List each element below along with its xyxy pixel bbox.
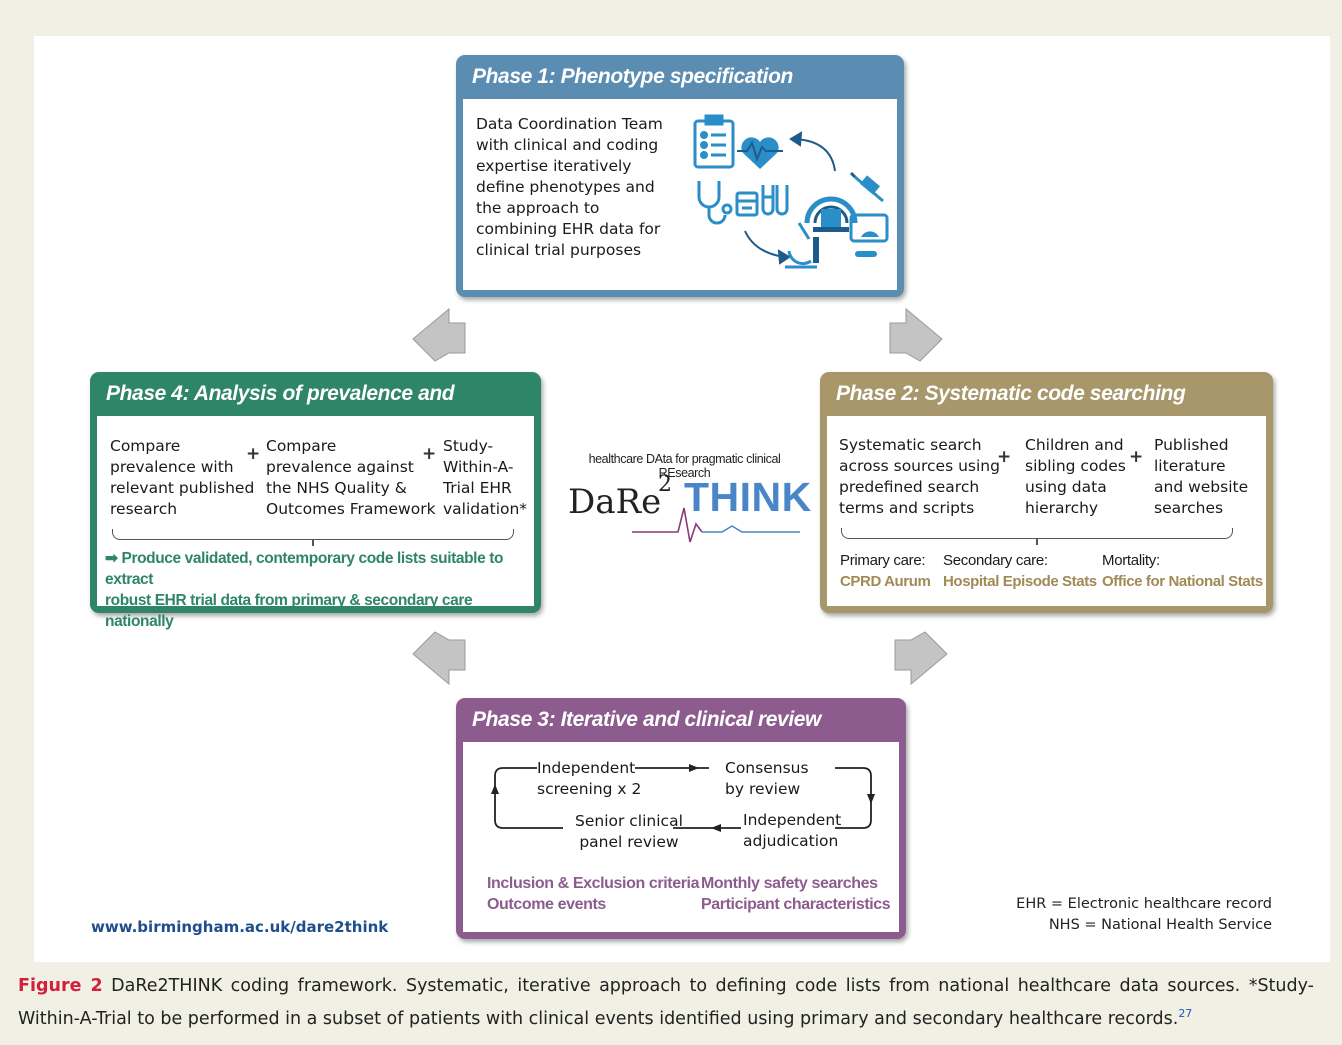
cycle-arrow-icon <box>889 307 943 362</box>
ecg-line-icon <box>632 507 800 543</box>
logo-think: THINK <box>684 474 812 520</box>
step-consensus: Consensus by review <box>725 759 809 798</box>
caption-text: DaRe2THINK coding framework. Systematic,… <box>18 976 1314 1029</box>
phase-4-title: Phase 4: Analysis of prevalence and vali… <box>106 382 455 449</box>
source-value-secondary: Hospital Episode Stats <box>943 573 1097 590</box>
step-independent-adjudication: Independent adjudication <box>743 811 842 850</box>
syringe-icon <box>849 171 884 203</box>
phase-2-col-1: Systematic search across sources using p… <box>839 436 1000 517</box>
cycle-arrow-icon <box>894 631 948 686</box>
source-label-secondary: Secondary care: <box>943 552 1048 569</box>
brace-tick <box>1036 538 1038 545</box>
stethoscope-icon <box>697 181 733 225</box>
logo-dare: DaRe <box>568 482 662 522</box>
source-value-primary: CPRD Aurum <box>840 573 931 590</box>
source-label-mortality: Mortality: <box>1102 552 1160 569</box>
step-independent-screening: Independent screening x 2 <box>537 759 642 798</box>
microscope-icon <box>785 222 819 269</box>
plus-sign: + <box>1129 447 1144 467</box>
brace-tick <box>312 539 314 546</box>
phase-3-outputs-left: Inclusion & Exclusion criteria Outcome e… <box>487 875 700 913</box>
phase-3-body: Independent screening x 2 Consensus by r… <box>463 742 899 932</box>
logo-tagline: healthcare DAta for pragmatic clinical R… <box>588 452 781 480</box>
figure-caption: Figure 2 DaRe2THINK coding framework. Sy… <box>18 972 1314 1033</box>
arrow-right-icon: ➡ <box>105 550 118 567</box>
review-cycle-diagram <box>491 764 875 832</box>
pill-box-icon <box>735 191 759 217</box>
phase-4-box: Phase 4: Analysis of prevalence and vali… <box>90 372 541 630</box>
phase-4-col-3: Study- Within-A- Trial EHR validation* <box>443 437 528 518</box>
heart-pulse-icon <box>737 137 783 169</box>
website-link[interactable]: www.birmingham.ac.uk/dare2think <box>91 918 389 936</box>
cycle-arrow-icon <box>744 131 836 265</box>
plus-sign: + <box>246 444 261 464</box>
figure-label: Figure 2 <box>18 976 103 996</box>
plus-sign: + <box>422 444 437 464</box>
cycle-arrow-icon <box>412 631 466 686</box>
phase-4-result: ➡ Produce validated, contemporary code l… <box>105 550 504 630</box>
phase-2-body: Systematic search across sources using p… <box>827 416 1266 606</box>
phase-3-box: Phase 3: Iterative and clinical review I… <box>456 698 906 939</box>
mri-scanner-icon <box>804 196 858 232</box>
plus-sign: + <box>997 447 1012 467</box>
phase-1-title: Phase 1: Phenotype specification <box>472 65 793 88</box>
phase-2-col-2: Children and sibling codes using data hi… <box>1025 436 1126 517</box>
phase-4-col-1: Compare prevalence with relevant publish… <box>110 437 255 518</box>
phase-3-title: Phase 3: Iterative and clinical review <box>472 708 821 731</box>
phase-4-col-2: Compare prevalence against the NHS Quali… <box>266 437 436 518</box>
logo-superscript: 2 <box>658 472 672 497</box>
phase-1-description: Data Coordination Team with clinical and… <box>476 115 663 259</box>
abbreviation-ehr: EHR = Electronic healthcare record <box>1016 896 1272 912</box>
abbreviation-nhs: NHS = National Health Service <box>1048 917 1272 933</box>
test-tubes-icon <box>761 185 789 216</box>
ultrasound-icon <box>849 213 889 257</box>
step-senior-panel-review: Senior clinical panel review <box>575 812 683 851</box>
phase-3-outputs-right: Monthly safety searches Participant char… <box>701 875 891 913</box>
phase-2-col-3: Published literature and website searche… <box>1154 436 1249 517</box>
source-value-mortality: Office for National Stats <box>1102 573 1263 590</box>
cycle-arrow-icon <box>412 307 466 362</box>
medical-icons-cluster <box>693 114 889 269</box>
phase-2-box: Phase 2: Systematic code searching Syste… <box>820 372 1273 613</box>
phase-2-title: Phase 2: Systematic code searching <box>836 382 1186 405</box>
clipboard-icon <box>693 114 735 169</box>
source-label-primary: Primary care: <box>840 552 926 569</box>
phase-1-box: Phase 1: Phenotype specification Data Co… <box>456 55 904 297</box>
caption-reference[interactable]: 27 <box>1178 1007 1193 1020</box>
phase-1-body: Data Coordination Team with clinical and… <box>463 99 897 290</box>
phase-4-body: Compare prevalence with relevant publish… <box>97 416 534 630</box>
